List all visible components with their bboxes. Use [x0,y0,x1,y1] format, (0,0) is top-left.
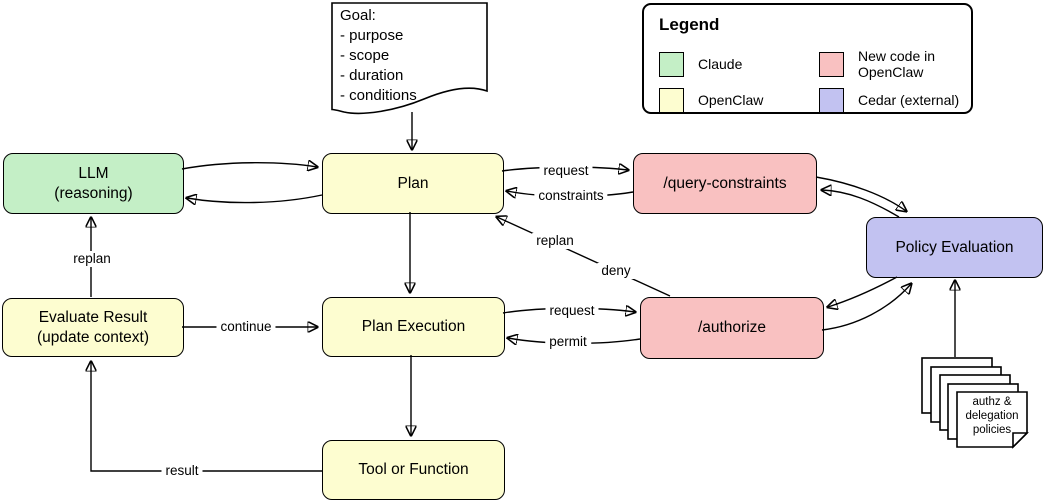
node-tool-or-function: Tool or Function [322,440,505,500]
goal-note-text: Goal: - purpose - scope - duration - con… [340,7,417,104]
legend-grid: Claude New code in OpenClaw OpenClaw Ced… [659,46,971,118]
arrow-result [91,362,322,472]
edge-label-result: result [161,463,203,479]
legend-entry-cedar: Cedar (external) [819,87,971,113]
node-plan-execution: Plan Execution [322,297,505,357]
policies-note-text: authz & delegation policies [965,396,1019,436]
legend-title: Legend [659,15,720,34]
node-policy-evaluation: Policy Evaluation [866,217,1043,278]
node-query-constraints: /query-constraints [633,153,817,214]
node-plan: Plan [322,153,504,214]
edge-label-request-plan: request [539,163,593,179]
legend-entry-claude: Claude [659,51,819,77]
legend-entry-label: Cedar (external) [858,92,960,108]
cedar-color-swatch [819,87,844,113]
edge-label-constraints: constraints [534,188,608,204]
arrow-policy-to-auth [828,276,898,307]
node-evaluate-result: Evaluate Result (update context) [2,298,184,357]
claude-color-swatch [659,51,684,77]
edge-label-replan-up: replan [69,251,115,267]
node-authorize: /authorize [640,297,824,359]
arrow-auth-to-policy [821,284,911,331]
edge-label-request-exec: request [545,303,599,319]
legend-entry-label: New code in OpenClaw [858,48,936,80]
new-code-color-swatch [819,51,844,77]
edge-label-deny: deny [597,263,635,279]
legend: Legend Claude New code in OpenClaw OpenC… [642,3,973,114]
node-llm: LLM (reasoning) [3,153,184,214]
edge-label-replan-diag: replan [532,233,578,249]
arrow-qc-to-policy [815,176,906,211]
arrow-plan-to-llm [187,195,323,203]
edge-label-permit: permit [545,334,591,350]
edge-label-continue: continue [216,319,276,335]
legend-entry-openclaw: OpenClaw [659,87,819,113]
legend-entry-label: Claude [698,56,743,72]
openclaw-color-swatch [659,87,684,113]
arrow-policy-to-qc [822,190,900,218]
arrow-deny-replan-diagonal [497,217,671,297]
arrow-llm-to-plan [181,163,317,169]
legend-entry-new-code: New code in OpenClaw [819,48,971,80]
legend-entry-label: OpenClaw [698,92,764,108]
